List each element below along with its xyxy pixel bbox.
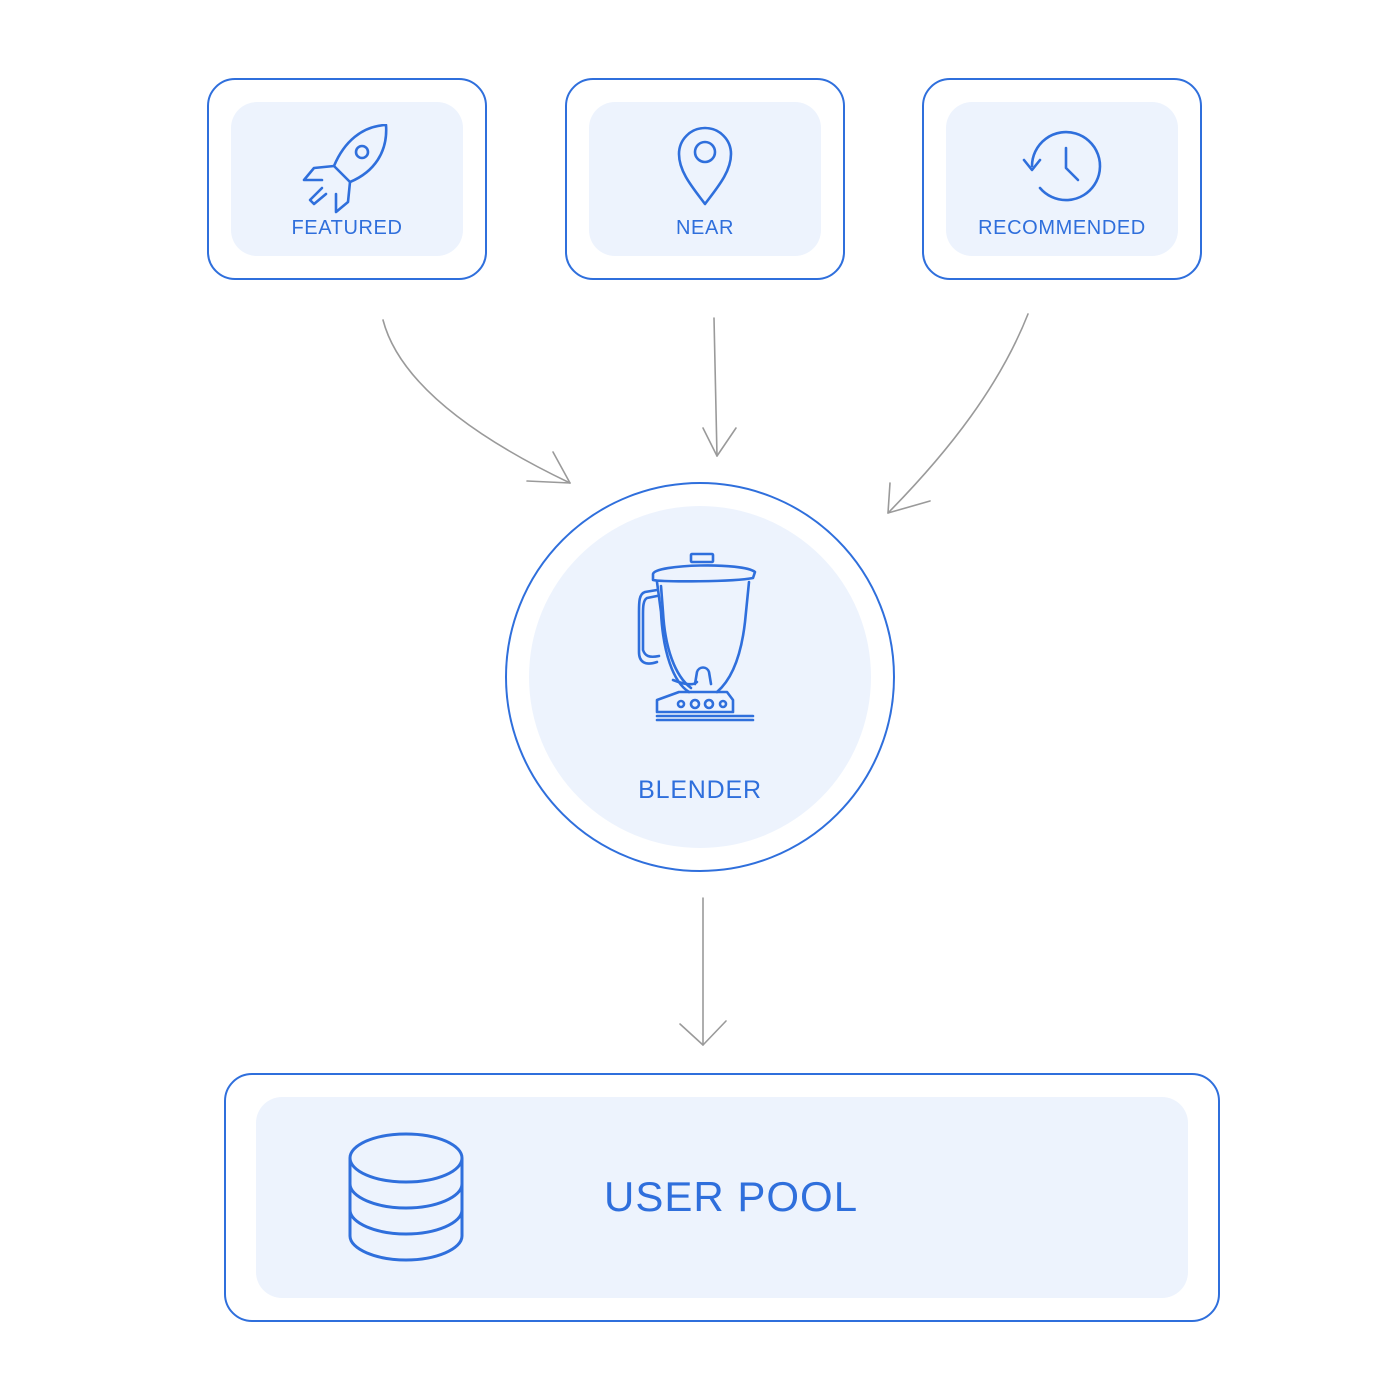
- arrowhead-pool: [679, 1020, 727, 1046]
- user-pool-card: USER POOL: [224, 1073, 1220, 1322]
- arrow-recommended-to-blender: [887, 313, 1029, 514]
- recommended-source-card: RECOMMENDED: [922, 78, 1202, 280]
- featured-card-inner: FEATURED: [231, 102, 463, 256]
- user-pool-card-inner: USER POOL: [256, 1097, 1188, 1298]
- recommended-card-inner: RECOMMENDED: [946, 102, 1178, 256]
- arrowhead-featured: [526, 451, 571, 484]
- database-icon: [346, 1130, 466, 1269]
- blender-label: BLENDER: [638, 776, 762, 804]
- blender-node-inner: BLENDER: [529, 506, 871, 848]
- arrow-featured-to-blender: [382, 319, 571, 484]
- blender-icon: [633, 552, 763, 757]
- blender-node: BLENDER: [505, 482, 895, 872]
- user-pool-label: USER POOL: [604, 1173, 859, 1220]
- featured-label: FEATURED: [291, 217, 403, 239]
- history-clock-icon: [1020, 130, 1104, 209]
- rocket-icon: [302, 123, 392, 219]
- location-pin-icon: [675, 124, 735, 213]
- recommended-label: RECOMMENDED: [978, 217, 1146, 239]
- arrow-near-to-blender: [713, 317, 718, 457]
- featured-source-card: FEATURED: [207, 78, 487, 280]
- near-card-inner: NEAR: [589, 102, 821, 256]
- near-source-card: NEAR: [565, 78, 845, 280]
- arrowhead-recommended: [887, 482, 931, 514]
- near-label: NEAR: [676, 217, 734, 239]
- arrowhead-near: [702, 427, 737, 457]
